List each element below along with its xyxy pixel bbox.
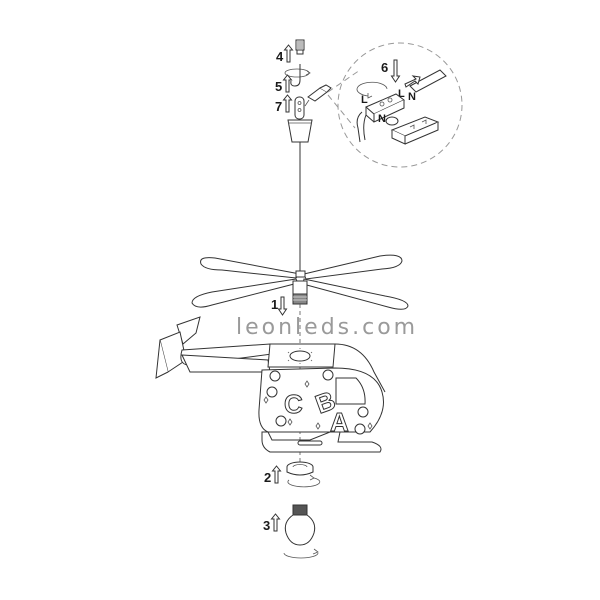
arrow-up-icon: [282, 74, 293, 93]
arrow-down-icon: [390, 59, 401, 83]
locking-ring: [286, 461, 321, 488]
wiring-detail-callout: 6 L N L N: [337, 42, 463, 168]
light-bulb: [283, 504, 319, 559]
step-2-label: 2: [264, 465, 282, 485]
step-5-label: 5: [275, 74, 293, 94]
step-1-label: 1: [271, 296, 288, 316]
arrow-up-icon: [282, 94, 293, 113]
star-icons: [263, 380, 373, 430]
svg-text:1: 1: [271, 297, 278, 312]
svg-text:3: 3: [263, 518, 270, 533]
terminal-connector: [304, 84, 332, 107]
rotor-hub: [295, 270, 306, 278]
detail-circle: [337, 42, 463, 168]
lamp-holder: [292, 280, 308, 305]
suspension-loop: [294, 96, 305, 120]
rotate-arrow-icon: [284, 68, 310, 78]
step-7-label: 7: [275, 94, 293, 114]
wire: [363, 114, 367, 141]
watermark: leonleds.com: [236, 315, 418, 340]
letter-a: A: [330, 407, 349, 437]
svg-text:N: N: [408, 91, 416, 103]
arrow-down-icon: [277, 296, 288, 316]
svg-text:7: 7: [275, 99, 282, 114]
rotate-arrow-icon: [287, 477, 321, 488]
ceiling-hook: [284, 64, 311, 87]
rotate-arrow-icon: [356, 81, 388, 97]
step-3-label: 3: [263, 513, 281, 533]
arrow-up-icon: [271, 465, 282, 484]
svg-text:L: L: [398, 88, 405, 100]
arrow-up-icon: [270, 513, 281, 532]
helicopter-body: C B A: [155, 316, 386, 453]
callout-line: [327, 94, 356, 129]
svg-text:L: L: [361, 94, 368, 106]
rotate-arrow-icon: [283, 552, 319, 559]
arrow-up-icon: [283, 44, 294, 63]
svg-text:N: N: [378, 113, 386, 125]
arrow-insert-icon: [404, 75, 421, 88]
svg-text:4: 4: [276, 49, 284, 64]
svg-text:2: 2: [264, 470, 271, 485]
wire: [356, 111, 363, 143]
rotor-blades: [191, 254, 409, 310]
letter-c: C: [284, 389, 303, 419]
cable: [409, 69, 447, 93]
svg-text:6: 6: [381, 60, 388, 75]
step-4-label: 4: [276, 44, 294, 64]
ceiling-canopy: [287, 119, 313, 143]
svg-text:5: 5: [275, 79, 282, 94]
cabin-window: [335, 377, 366, 405]
ceiling-screw: [295, 39, 305, 55]
callout-line: [327, 69, 361, 93]
